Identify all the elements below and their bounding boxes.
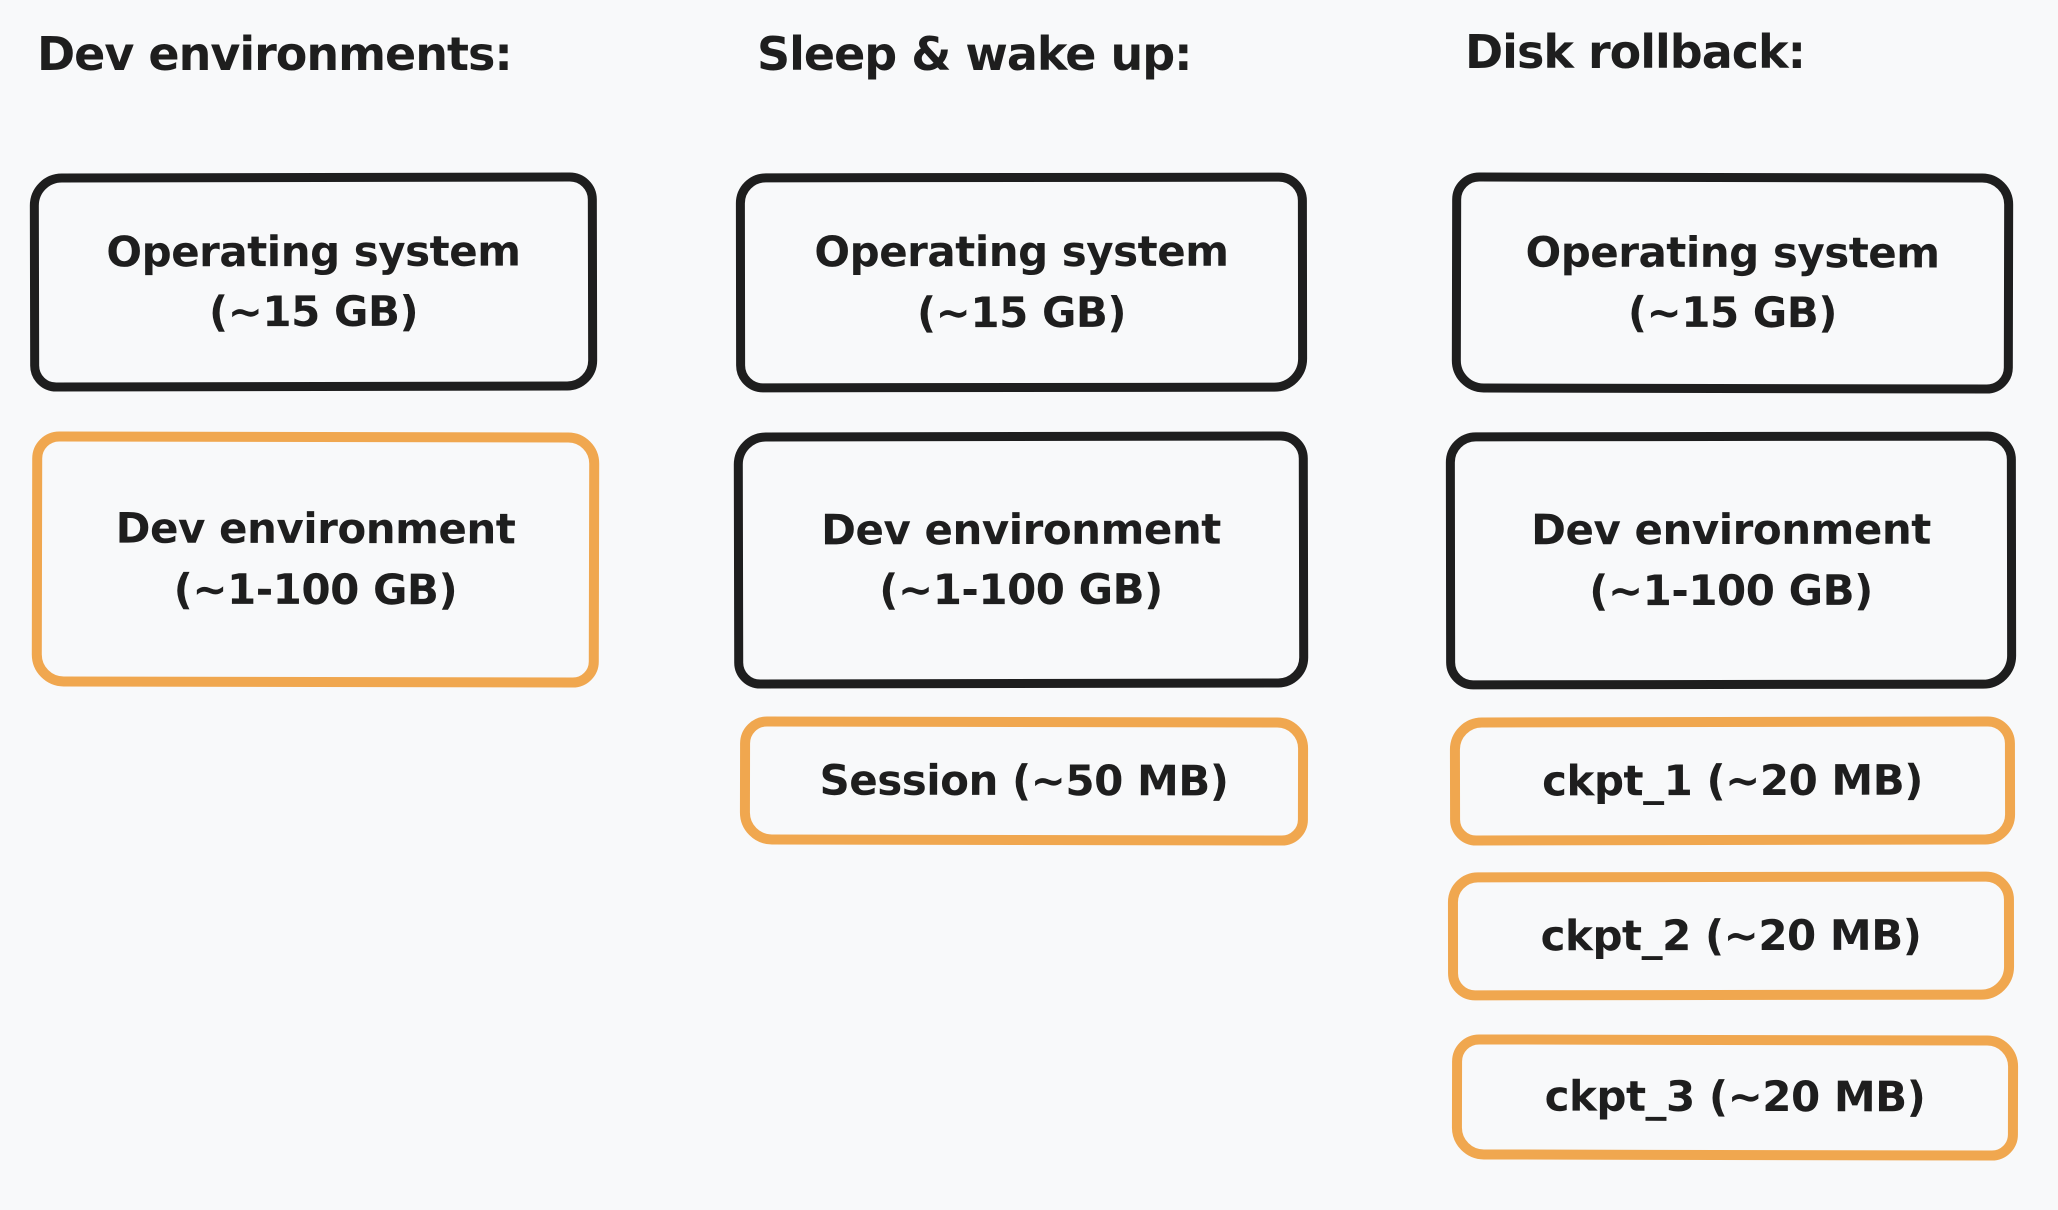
- box-label: ckpt_1 (~20 MB): [1522, 751, 1943, 812]
- box-label-line: Dev environment: [1531, 505, 1931, 555]
- column-title-sleep-wake-up: Sleep & wake up:: [757, 27, 1193, 81]
- box-label: Session (~50 MB): [799, 750, 1248, 811]
- box-label-line: Dev environment: [115, 504, 516, 554]
- box-ckpt-2: ckpt_2 (~20 MB): [1447, 871, 2015, 1001]
- box-label: Operating system (~15 GB): [794, 222, 1248, 343]
- box-label: Operating system (~15 GB): [1505, 222, 1959, 343]
- box-label: Dev environment (~1-100 GB): [801, 499, 1241, 620]
- box-label-line: (~1-100 GB): [173, 564, 458, 614]
- box-ckpt-3: ckpt_3 (~20 MB): [1451, 1034, 2019, 1161]
- box-label-line: (~15 GB): [1627, 287, 1838, 338]
- box-operating-system-col3: Operating system (~15 GB): [1451, 172, 2014, 394]
- box-label: ckpt_2 (~20 MB): [1521, 906, 1942, 967]
- box-operating-system-col2: Operating system (~15 GB): [735, 172, 1308, 393]
- box-label-line: ckpt_3 (~20 MB): [1544, 1072, 1926, 1122]
- box-dev-environment-col2: Dev environment (~1-100 GB): [733, 431, 1309, 689]
- box-session: Session (~50 MB): [739, 716, 1309, 846]
- column-title-dev-environments: Dev environments:: [37, 27, 513, 81]
- box-label: Operating system (~15 GB): [86, 221, 540, 342]
- box-label: ckpt_3 (~20 MB): [1525, 1067, 1946, 1128]
- box-label-line: Session (~50 MB): [819, 755, 1229, 806]
- box-label-line: (~1-100 GB): [1589, 565, 1873, 615]
- box-operating-system-col1: Operating system (~15 GB): [29, 172, 598, 392]
- box-label: Dev environment (~1-100 GB): [96, 499, 536, 620]
- box-label-line: (~1-100 GB): [879, 564, 1163, 615]
- box-label-line: (~15 GB): [208, 286, 419, 337]
- box-ckpt-1: ckpt_1 (~20 MB): [1449, 716, 2016, 846]
- box-label-line: Operating system: [106, 226, 521, 277]
- box-dev-environment-col1: Dev environment (~1-100 GB): [31, 431, 600, 688]
- box-label-line: Operating system: [1525, 227, 1940, 278]
- box-label-line: (~15 GB): [916, 287, 1127, 337]
- column-title-disk-rollback: Disk rollback:: [1465, 25, 1806, 79]
- box-label-line: ckpt_2 (~20 MB): [1540, 910, 1922, 961]
- box-label-line: ckpt_1 (~20 MB): [1542, 755, 1923, 806]
- box-dev-environment-col3: Dev environment (~1-100 GB): [1445, 431, 2017, 690]
- box-label: Dev environment (~1-100 GB): [1511, 500, 1951, 621]
- box-label-line: Operating system: [814, 227, 1229, 277]
- box-label-line: Dev environment: [821, 504, 1221, 555]
